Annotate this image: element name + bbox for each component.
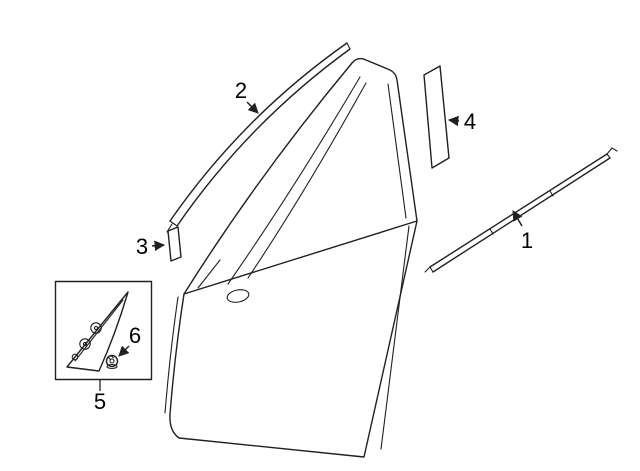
part-1-belt-molding (424, 147, 618, 273)
callout-2-arrow (246, 101, 259, 114)
door-assembly-drawing (164, 57, 418, 458)
callout-4[interactable]: 4 (447, 109, 476, 134)
grommet-base (106, 363, 118, 370)
molding-inner-edge (176, 48, 351, 227)
part-3-pillar-applique (167, 226, 182, 262)
molding-outer-edge (169, 42, 348, 222)
cover-clip-hole-3 (71, 353, 79, 361)
cover-clip-hole-1 (79, 338, 91, 350)
molding-end-caps (169, 42, 351, 227)
grommet-hatch (107, 354, 114, 361)
mirror-corner-line (197, 259, 221, 289)
cover-clip-hole-2 (90, 322, 102, 334)
belt-molding-lower-edge (432, 157, 611, 273)
callout-1-arrow (512, 210, 523, 227)
callout-4-arrow (447, 115, 460, 127)
cover-clip-hole-1-center (82, 341, 88, 347)
callout-2-label[interactable]: 2 (235, 78, 247, 103)
door-rear-inner-line (380, 225, 410, 450)
door-panel-outline (169, 220, 418, 458)
applique-strip-shape (423, 65, 450, 169)
cover-clip-hole-2-center (93, 325, 99, 331)
callout-1-label[interactable]: 1 (521, 228, 533, 253)
callout-3[interactable]: 3 (136, 234, 166, 259)
part-6-grommet (105, 354, 119, 370)
applique-small-shape (167, 226, 182, 262)
window-frame-rear-inner-line (387, 83, 407, 219)
belt-molding-left-tab (424, 266, 431, 273)
belt-molding-clip-ticks (489, 190, 554, 235)
corner-cover-inner-edge (74, 299, 124, 362)
door-handle-cutout (226, 289, 250, 303)
callout-3-arrow (151, 240, 166, 252)
callout-5-label[interactable]: 5 (94, 389, 106, 414)
grommet-center (109, 358, 115, 364)
part-2-window-frame-molding (166, 42, 351, 233)
callout-1[interactable]: 1 (512, 210, 533, 253)
callout-6-arrow (118, 345, 130, 357)
belt-molding-end-caps (429, 153, 611, 273)
window-frame-inner-line-1 (227, 76, 361, 285)
belt-molding-upper-edge (429, 153, 608, 268)
callout-5[interactable]: 5 (94, 380, 106, 414)
window-frame-outline (183, 57, 418, 295)
callout-6-label[interactable]: 6 (129, 323, 141, 348)
callout-4-label[interactable]: 4 (464, 109, 476, 134)
belt-molding-right-hook (606, 147, 618, 155)
callout-2[interactable]: 2 (235, 78, 259, 114)
callout-6[interactable]: 6 (118, 323, 141, 357)
door-front-edge-inner-line (164, 296, 179, 414)
part-5-corner-cover-detail (54, 280, 153, 381)
callout-3-label[interactable]: 3 (136, 234, 148, 259)
callouts: 1 2 3 4 5 6 (94, 78, 533, 414)
window-frame-inner-line-2 (247, 82, 367, 279)
part-4-pillar-applique (423, 65, 450, 169)
